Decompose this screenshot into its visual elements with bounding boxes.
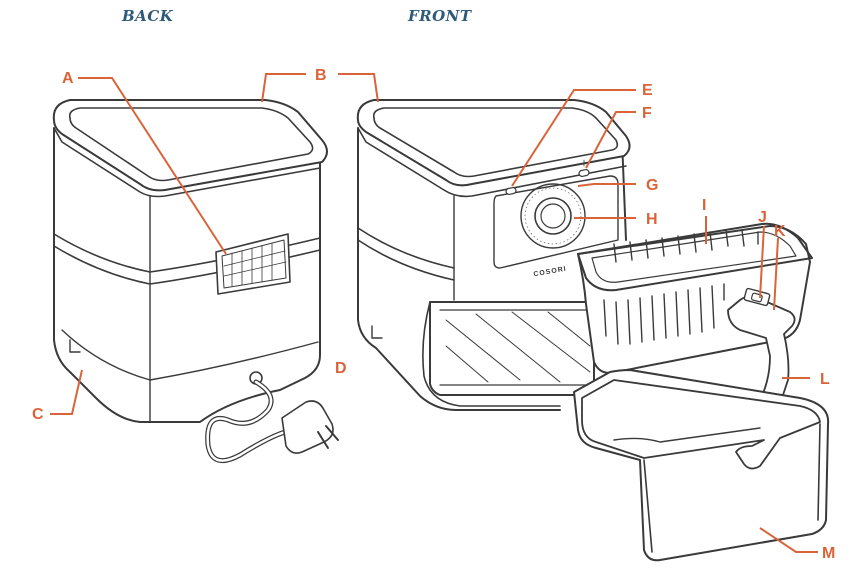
callout-e: E <box>642 82 653 99</box>
preheat-indicator-icon <box>578 168 590 178</box>
back-unit <box>52 99 339 464</box>
drawer-cavity <box>422 301 595 407</box>
basket-slots <box>603 283 725 345</box>
callout-f: F <box>642 105 652 122</box>
callout-j: J <box>758 209 767 226</box>
callout-h: H <box>646 211 658 228</box>
basket-rim <box>577 222 813 292</box>
fryer-drawer <box>573 369 830 562</box>
control-dial-icon <box>534 197 572 235</box>
callout-k: K <box>774 223 786 240</box>
power-cord <box>205 371 339 464</box>
front-lid-inner <box>372 107 619 178</box>
back-foot-notch <box>69 339 81 353</box>
light-indicator-icon <box>505 186 517 196</box>
front-unit: COSORI <box>356 99 631 411</box>
front-view-title: FRONT <box>408 7 472 25</box>
brand-logo: COSORI <box>533 266 567 279</box>
callout-leaders <box>50 73 818 553</box>
front-lid-edge <box>357 127 627 198</box>
front-belt-top <box>357 227 455 269</box>
callout-g: G <box>646 177 658 194</box>
front-foot-notch <box>371 325 383 339</box>
back-lid-inner <box>68 107 314 182</box>
callout-d: D <box>335 360 347 377</box>
back-lid-outer <box>52 99 328 192</box>
dial-ring <box>520 183 586 249</box>
callout-l: L <box>820 371 830 388</box>
back-view-title: BACK <box>122 7 174 25</box>
callout-a: A <box>62 70 74 87</box>
callout-labels: A B C D E F G H I J K L M <box>32 67 835 562</box>
drawer-rim <box>581 379 821 470</box>
air-outlet-vent <box>215 233 291 295</box>
callout-c: C <box>32 406 44 423</box>
basket-handle <box>727 287 796 411</box>
back-base-line <box>61 329 319 381</box>
front-belt-bottom <box>357 239 455 281</box>
front-lid-outer <box>356 99 631 187</box>
fryer-basket <box>577 222 813 411</box>
callout-m: M <box>822 545 835 562</box>
callout-i: I <box>702 197 706 214</box>
callout-b: B <box>315 67 327 84</box>
